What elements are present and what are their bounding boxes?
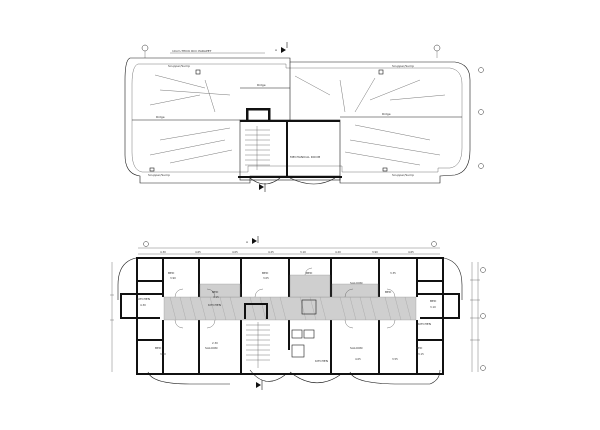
svg-text:4.20: 4.20 <box>335 250 341 254</box>
ridge-label: Ridge <box>382 112 391 116</box>
section-marker: A <box>275 42 288 53</box>
svg-text:3.55: 3.55 <box>392 357 398 361</box>
ridge-label: Ridge <box>156 115 165 119</box>
room-label-bed: BED <box>416 346 423 350</box>
left-dimension-chain <box>110 262 114 372</box>
svg-text:3.15: 3.15 <box>418 352 424 356</box>
room-label-saloon: SALOON <box>350 281 363 285</box>
room-label-saloon: SALOON <box>350 346 363 350</box>
svg-text:3.60: 3.60 <box>160 352 166 356</box>
room-label-kitchen: KITCHEN <box>208 303 221 307</box>
svg-text:4.65: 4.65 <box>195 250 201 254</box>
svg-text:4.05: 4.05 <box>232 250 238 254</box>
ridge-label: Ridge <box>257 83 266 87</box>
room-label-bed: BED <box>262 271 269 275</box>
balcony-br <box>349 369 441 385</box>
section-marker <box>256 380 263 390</box>
room-label-kitchen: KITCHEN <box>418 322 431 326</box>
svg-text:3.10: 3.10 <box>430 305 436 309</box>
svg-text:4.25: 4.25 <box>268 250 274 254</box>
stair-core: MECHANICAL ROOM <box>238 108 342 185</box>
balcony-right <box>443 257 463 300</box>
svg-text:4.15: 4.15 <box>213 295 219 299</box>
mechanical-room-label: MECHANICAL ROOM <box>290 155 321 159</box>
room-label-bed: BED <box>168 271 175 275</box>
door-swings <box>174 267 396 329</box>
top-dimension-chain: 4.30 4.65 4.05 4.25 3.10 4.20 3.90 4.65 <box>138 247 440 255</box>
scupper-label: Scupper/Sump <box>168 64 190 68</box>
room-label-bed: BED <box>155 346 162 350</box>
svg-text:3.35: 3.35 <box>390 271 396 275</box>
svg-text:3.90: 3.90 <box>170 276 176 280</box>
room-label-bed: BED <box>385 290 392 294</box>
scupper-label: Scupper/Sump <box>392 64 414 68</box>
room-label-bed: BED <box>212 290 219 294</box>
svg-text:3.10: 3.10 <box>300 250 306 254</box>
room-label-kitchen: KITCHEN <box>315 359 328 363</box>
slope-lines <box>149 74 446 166</box>
scupper-label: Scupper/Sump <box>148 173 170 177</box>
room-label-bed: BED <box>306 271 313 275</box>
roof-outline <box>124 57 471 184</box>
svg-text:4.30: 4.30 <box>140 303 146 307</box>
stair-core <box>244 299 317 368</box>
svg-text:3.05: 3.05 <box>263 276 269 280</box>
svg-text:4.30: 4.30 <box>160 250 166 254</box>
corridor-hatch <box>163 274 417 321</box>
parapet-note: 10cm-THICK RCC PARAPET <box>172 49 212 53</box>
room-label-saloon: SALOON <box>205 346 218 350</box>
grid-bubble <box>141 44 441 58</box>
grid-bubble <box>143 241 486 371</box>
section-marker: A <box>246 236 259 244</box>
svg-text:4.05: 4.05 <box>355 357 361 361</box>
grid-bubble <box>478 67 484 169</box>
ridge-lines <box>132 62 462 121</box>
svg-text:4.65: 4.65 <box>408 250 414 254</box>
room-label-bed: BED <box>430 299 437 303</box>
floor-plan: A 4.30 4.65 4.05 4.25 3.10 4.20 3.90 4.6… <box>110 236 486 390</box>
svg-text:3.90: 3.90 <box>372 250 378 254</box>
svg-text:A: A <box>246 240 249 244</box>
svg-text:2.30: 2.30 <box>212 341 218 345</box>
section-marker <box>259 183 266 192</box>
room-dimensions: 3.90 4.15 3.05 3.35 4.30 3.10 2.30 3.60 … <box>140 271 436 361</box>
svg-text:A: A <box>275 48 278 52</box>
scupper-label: Scupper/Sump <box>392 173 414 177</box>
room-label-kitchen: KITCHEN <box>137 297 150 301</box>
room-labels: BED BED BED BED BED BED BED BED KITCHEN … <box>137 271 437 363</box>
balcony-left <box>117 257 137 300</box>
roof-plan: 10cm-THICK RCC PARAPET A Scupper/Sump Sc… <box>124 42 484 192</box>
interior-walls <box>138 257 442 375</box>
right-dimension-chain <box>470 262 480 372</box>
